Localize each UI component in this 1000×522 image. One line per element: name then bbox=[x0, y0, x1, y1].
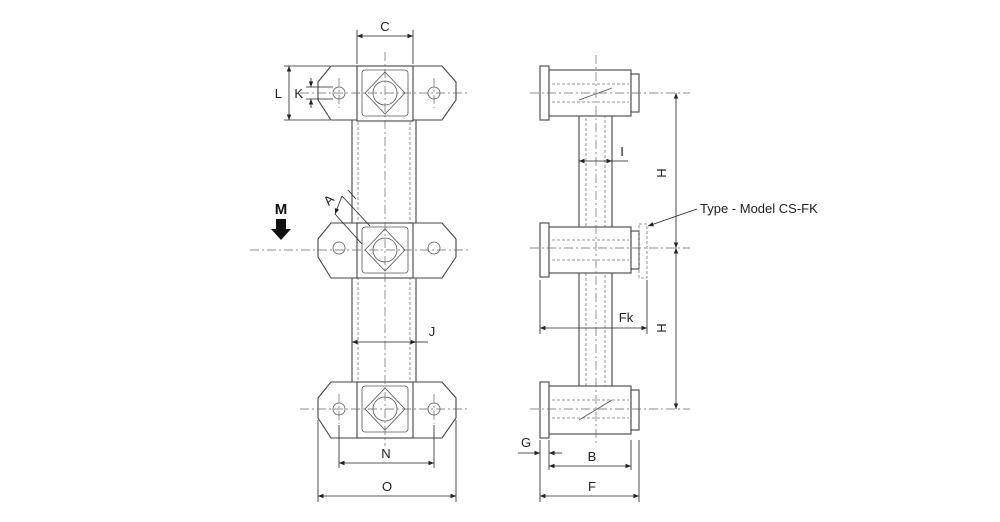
dim-label-F: F bbox=[588, 479, 596, 494]
view-arrow-M bbox=[271, 219, 291, 240]
front-view: C L K A M J N O bbox=[250, 19, 470, 502]
dim-label-A: A bbox=[320, 191, 337, 208]
front-middle-attachment bbox=[317, 222, 457, 279]
callout-type-model: Type - Model CS-FK bbox=[700, 201, 818, 216]
dim-label-J: J bbox=[429, 324, 436, 339]
dim-label-Fk: Fk bbox=[619, 310, 634, 325]
dim-label-K: K bbox=[294, 86, 303, 101]
view-label-M: M bbox=[275, 201, 288, 218]
dim-label-B: B bbox=[588, 449, 597, 464]
side-bottom-block bbox=[539, 381, 640, 439]
side-middle-block bbox=[539, 222, 648, 279]
dim-label-L: L bbox=[275, 86, 282, 101]
dim-label-O: O bbox=[382, 479, 392, 494]
dim-label-H-lower: H bbox=[654, 323, 669, 332]
side-view: I H H Type - Model CS-FK Fk G B F bbox=[518, 55, 818, 502]
dim-label-G: G bbox=[521, 435, 531, 450]
dim-label-H-upper: H bbox=[654, 168, 669, 177]
front-top-attachment bbox=[317, 65, 457, 122]
dim-label-C: C bbox=[380, 19, 389, 34]
dim-label-I: I bbox=[620, 144, 624, 159]
dim-label-N: N bbox=[381, 446, 390, 461]
